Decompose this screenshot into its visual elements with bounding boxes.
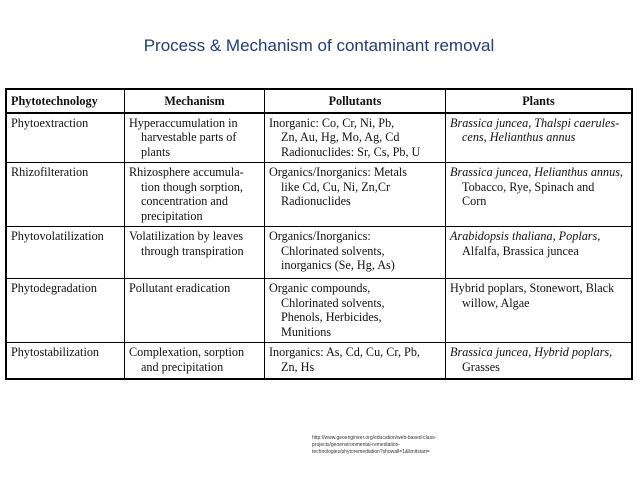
cell-line: Hyperaccumulation in: [129, 115, 238, 130]
cell-line: Pollutant eradication: [129, 281, 231, 295]
header-pollutants: Pollutants: [264, 89, 446, 114]
table-row: Phytodegradation Pollutant eradication Org…: [6, 278, 632, 343]
header-plants: Plants: [445, 89, 632, 114]
cell-phytotechnology: Phytodegradation: [6, 278, 125, 343]
cell-line: Alfalfa, Brassica juncea: [462, 243, 579, 258]
cell-plants: Brassica juncea, Helianthus annus,Tobacc…: [445, 162, 632, 227]
cell-plants: Brassica juncea, Thalspi caerules-cens, …: [445, 112, 632, 163]
cell-line: harvestable parts of: [141, 130, 237, 144]
cell-phytotechnology: Rhizofilteration: [6, 162, 125, 227]
cell-line: Radionuclides: [281, 194, 351, 208]
remediation-table-frame: Phytotechnology Mechanism Pollutants Pla…: [5, 88, 633, 380]
cell-line: Corn: [462, 194, 487, 208]
cell-line: like Cd, Cu, Ni, Zn,Cr: [281, 179, 391, 194]
cell-line: Organics/Inorganics: Metals: [269, 165, 407, 179]
cell-line: willow, Algae: [462, 295, 530, 310]
source-line: technologies/phytoremediation?showall=1&…: [312, 449, 430, 455]
cell-pollutants: Organics/Inorganics:Chlorinated solvents…: [264, 226, 446, 279]
cell-phytotechnology: Phytostabilization: [6, 342, 125, 379]
table-header-row: Phytotechnology Mechanism Pollutants Pla…: [6, 89, 632, 114]
cell-line: and precipitation: [141, 359, 224, 374]
cell-line: Complexation, sorption: [129, 345, 245, 359]
cell-line: Organics/Inorganics:: [269, 229, 371, 243]
cell-line: Organic compounds,: [269, 281, 371, 295]
source-line: projects/geoenvironmental-remediation-: [312, 442, 401, 448]
cell-line: Arabidopsis thaliana, Poplars,: [450, 229, 601, 243]
source-line: http://www.geoengineer.org/education/web…: [312, 435, 437, 441]
cell-line: tion though sorption,: [141, 179, 243, 194]
cell-phytotechnology: Phytoextraction: [6, 112, 125, 163]
cell-line: Grasses: [462, 359, 500, 374]
cell-line: Radionuclides: Sr, Cs, Pb, U: [281, 144, 421, 159]
cell-line: Chlorinated solvents,: [281, 295, 385, 310]
cell-line: inorganics (Se, Hg, As): [281, 258, 395, 272]
cell-line: cens, Helianthus annus: [462, 130, 576, 144]
cell-pollutants: Organic compounds,Chlorinated solvents,P…: [264, 278, 446, 343]
cell-line: through transpiration: [141, 243, 244, 258]
cell-line: concentration and: [141, 194, 228, 208]
cell-line: Zn, Au, Hg, Mo, Ag, Cd: [281, 130, 400, 144]
cell-line: Munitions: [281, 324, 332, 339]
cell-pollutants: Inorganic: Co, Cr, Ni, Pb,Zn, Au, Hg, Mo…: [264, 112, 446, 163]
cell-line: Chlorinated solvents,: [281, 243, 385, 258]
cell-line: precipitation: [141, 208, 203, 223]
cell-line: Zn, Hs: [281, 359, 315, 374]
cell-line: Tobacco, Rye, Spinach and: [462, 179, 595, 194]
cell-mechanism: Rhizosphere accumula-tion though sorptio…: [124, 162, 265, 227]
source-url: http://www.geoengineer.org/education/web…: [312, 435, 512, 456]
cell-plants: Brassica juncea, Hybrid poplars,Grasses: [445, 342, 632, 379]
cell-line: Brassica juncea, Helianthus annus,: [450, 165, 623, 179]
header-phytotechnology: Phytotechnology: [6, 89, 125, 114]
cell-line: Brassica juncea, Thalspi caerules-: [450, 115, 620, 130]
cell-line: Rhizosphere accumula-: [129, 165, 244, 179]
header-mechanism: Mechanism: [124, 89, 265, 114]
slide-title: Process & Mechanism of contaminant remov…: [143, 36, 495, 55]
cell-mechanism: Pollutant eradication: [124, 278, 265, 343]
cell-pollutants: Inorganics: As, Cd, Cu, Cr, Pb,Zn, Hs: [264, 342, 446, 379]
remediation-table: Phytotechnology Mechanism Pollutants Pla…: [6, 89, 632, 379]
cell-line: Inorganics: As, Cd, Cu, Cr, Pb,: [269, 345, 420, 359]
cell-phytotechnology: Phytovolatilization: [6, 226, 125, 279]
cell-line: Volatilization by leaves: [129, 229, 244, 243]
cell-line: Inorganic: Co, Cr, Ni, Pb,: [269, 115, 395, 130]
cell-line: Brassica juncea, Hybrid poplars,: [450, 345, 613, 359]
cell-line: Hybrid poplars, Stonewort, Black: [450, 281, 615, 295]
cell-line: plants: [141, 144, 171, 159]
cell-line: Phenols, Herbicides,: [281, 310, 382, 324]
cell-plants: Arabidopsis thaliana, Poplars,Alfalfa, B…: [445, 226, 632, 279]
